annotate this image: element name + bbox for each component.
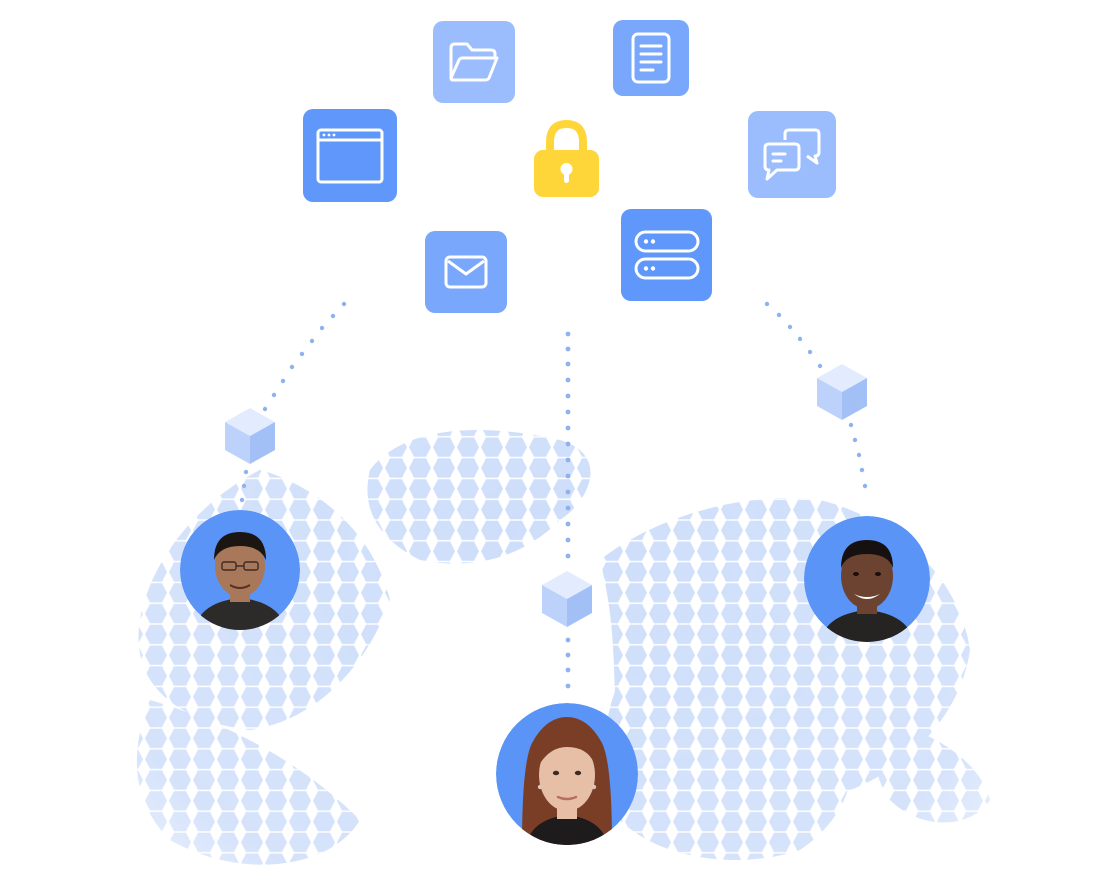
chat-bubbles-icon (763, 128, 821, 180)
cube-icon (225, 408, 275, 464)
folder-tile[interactable] (433, 21, 515, 103)
folder-icon (449, 42, 499, 82)
lock-icon (533, 118, 600, 198)
server-tile[interactable] (621, 209, 712, 301)
chat-tile[interactable] (748, 111, 836, 198)
connection-line-left (239, 301, 347, 503)
browser-window-icon (316, 128, 384, 183)
cube-icon (542, 571, 592, 627)
mail-icon (444, 255, 488, 289)
avatar-user-left[interactable] (180, 510, 300, 630)
document-icon (631, 32, 671, 84)
cube-icon (817, 364, 867, 420)
connection-line-right (764, 301, 868, 489)
connection-line-center (565, 331, 571, 689)
browser-tile[interactable] (303, 109, 397, 202)
document-tile[interactable] (613, 20, 689, 96)
server-icon (634, 230, 699, 280)
avatar-user-right[interactable] (804, 516, 930, 642)
mail-tile[interactable] (425, 231, 507, 313)
avatar-user-bottom[interactable] (496, 703, 638, 845)
